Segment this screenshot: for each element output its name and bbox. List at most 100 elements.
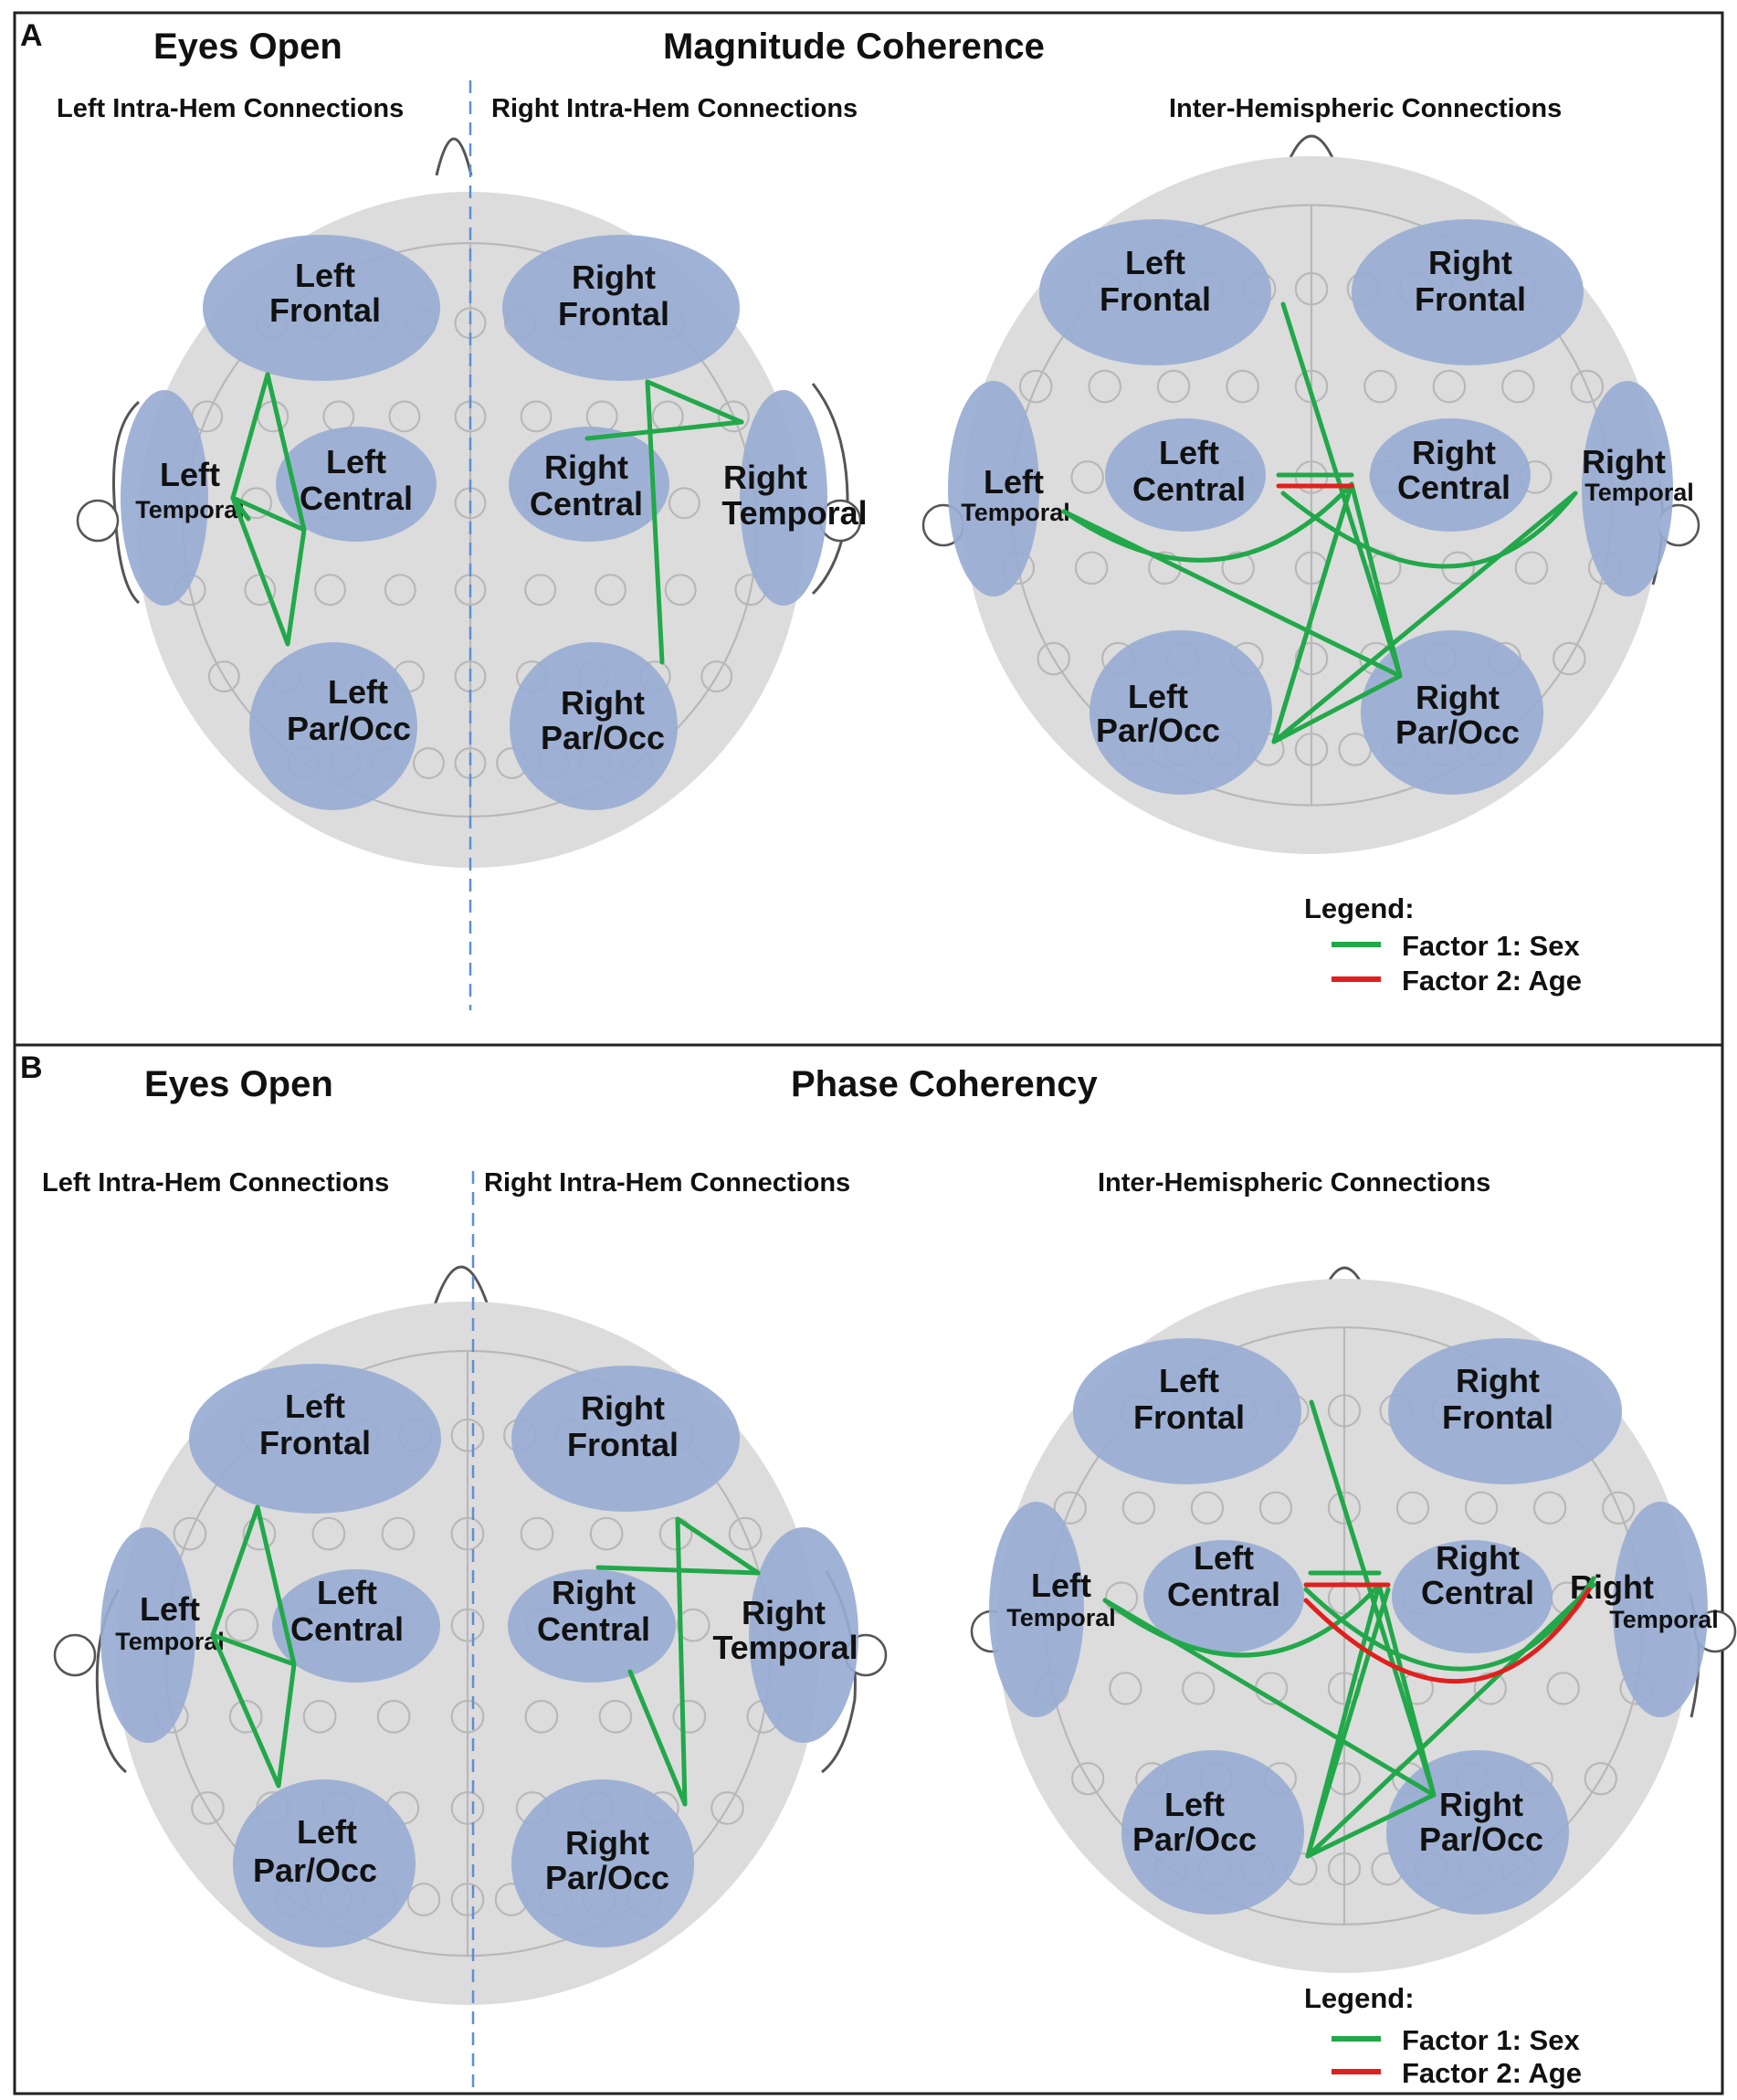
connection-line <box>645 379 665 665</box>
region-label: Right <box>565 1824 649 1862</box>
region-right-frontal <box>1388 1338 1622 1484</box>
panel-a-inter-head: Left Frontal Right Frontal Left Temporal… <box>921 134 1700 854</box>
electrode-icon <box>1294 369 1329 404</box>
region-label: Frontal <box>1442 1398 1553 1436</box>
electrode-icon <box>388 400 421 433</box>
legend-heading: Legend: <box>1304 892 1415 924</box>
panel-b-letter: B <box>20 1050 43 1085</box>
panel-a-condition: Eyes Open <box>153 26 342 67</box>
electrode-icon <box>450 1516 485 1551</box>
region-left-central <box>1105 418 1266 532</box>
region-label: Par/Occ <box>287 710 411 747</box>
connection-line <box>627 1669 688 1807</box>
region-right-temporal <box>749 1527 858 1743</box>
electrode-icon <box>302 1699 337 1734</box>
connection-line <box>276 1662 297 1789</box>
region-left-frontal <box>1039 219 1271 365</box>
region-label: Temporal <box>1006 1604 1116 1631</box>
electrode-icon <box>1395 1491 1430 1525</box>
region-left-frontal <box>1073 1338 1301 1484</box>
electrode-icon <box>384 574 416 607</box>
panel-b-title: Phase Coherency <box>791 1064 1098 1104</box>
connection-line <box>675 1516 761 1576</box>
region-label: Left <box>984 463 1044 501</box>
electrode-icon <box>598 1699 633 1734</box>
region-label: Central <box>1397 469 1511 506</box>
region-label: Left <box>317 1574 377 1611</box>
electrode-icon <box>412 746 445 779</box>
region-label: Right <box>1582 443 1666 480</box>
electrode-icon <box>711 1790 744 1825</box>
region-left-temporal <box>121 390 208 606</box>
connection-line <box>210 1632 297 1667</box>
connection-line <box>1271 673 1403 744</box>
region-right-temporal <box>740 390 827 606</box>
electrode-icon <box>314 574 347 607</box>
electrode-icon <box>1368 551 1402 586</box>
electrode-icon <box>228 1699 263 1734</box>
region-label: Left <box>297 1813 357 1851</box>
region-label: Right <box>1456 1362 1540 1399</box>
region-label: Left <box>326 443 386 480</box>
region-label: Right <box>552 1574 636 1611</box>
region-label: Temporal <box>721 494 867 532</box>
age-connections <box>1303 1582 1592 1684</box>
electrode-icon <box>1546 1672 1580 1705</box>
region-label: Right <box>1439 1786 1523 1823</box>
electrode-icon <box>191 1790 225 1825</box>
electrode-icon <box>524 1699 559 1734</box>
panel-b: B Eyes Open Phase Coherency Left Intra-H… <box>20 1050 1737 2089</box>
panel-a-letter: A <box>20 18 43 53</box>
connection-line <box>1271 491 1578 744</box>
region-label: Left <box>285 1388 345 1425</box>
connection-line <box>1271 481 1354 744</box>
region-label: Central <box>1421 1574 1534 1611</box>
connection-line <box>1305 1582 1596 1859</box>
connection-line <box>584 419 744 441</box>
electrode-icon <box>1294 641 1329 676</box>
region-label: Temporal <box>115 1628 225 1655</box>
electrode-icon <box>1532 1491 1567 1525</box>
electrode-icon <box>450 1883 485 1916</box>
sex-connections <box>1102 1399 1596 1859</box>
electrode-icon <box>1053 1491 1088 1525</box>
legend-label-sex: Factor 1: Sex <box>1402 2024 1580 2056</box>
region-left-temporal <box>989 1502 1084 1717</box>
region-right-central <box>1370 418 1531 532</box>
region-label: Right <box>723 459 807 496</box>
region-label: Par/Occ <box>1096 712 1220 749</box>
electrode-icon <box>1327 1491 1362 1525</box>
region-label: Temporal <box>1584 479 1694 506</box>
electrode-icon <box>1601 1491 1636 1525</box>
region-label: Left <box>295 257 355 294</box>
region-label: Par/Occ <box>1132 1820 1257 1858</box>
region-label: Left <box>1159 434 1219 471</box>
electrode-icon <box>225 1608 259 1642</box>
electrode-icon <box>1570 369 1605 404</box>
connection-line <box>265 372 307 533</box>
region-label: Frontal <box>1100 280 1211 318</box>
region-label: Temporal <box>961 499 1070 526</box>
region-left-frontal <box>203 235 440 381</box>
region-label: Left <box>140 1590 200 1628</box>
region-label: Left <box>1125 244 1185 281</box>
region-label: Central <box>290 1610 404 1648</box>
connection-line <box>1280 301 1403 679</box>
region-left-central <box>1143 1540 1304 1653</box>
legend-heading: Legend: <box>1304 1982 1415 2014</box>
region-label: Frontal <box>259 1424 371 1462</box>
region-label: Par/Occ <box>253 1852 377 1889</box>
electrode-icon <box>1432 369 1467 404</box>
region-label: Temporal <box>135 496 245 523</box>
electrode-icon <box>1473 1672 1508 1705</box>
connection-line <box>210 1632 281 1789</box>
electrode-icon <box>524 574 557 607</box>
electrode-icon <box>1018 369 1053 404</box>
region-label: Right <box>742 1594 826 1631</box>
electrode-icon <box>520 1516 554 1551</box>
electrode-icon <box>450 1418 485 1452</box>
region-label: Par/Occ <box>545 1859 669 1896</box>
region-right-frontal <box>502 235 740 381</box>
connection-line <box>230 495 251 522</box>
